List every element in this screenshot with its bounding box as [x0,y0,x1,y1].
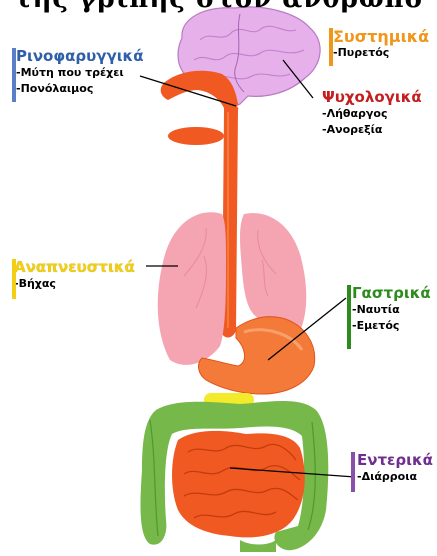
symptom-group-enteric: Εντερικά -Διάρροια [351,452,433,485]
group-marker-systemic [329,28,333,66]
page-title: της γρίπης στον άνθρωπο [0,0,437,14]
item-cough: -Βήχας [14,276,135,292]
heading-gastric: Γαστρικά [352,285,431,302]
brain [178,7,320,105]
item-fever: -Πυρετός [333,45,429,61]
symptom-group-psychological: Ψυχολογικά -Λήθαργος -Ανορεξία [320,89,422,138]
item-lethargy: -Λήθαργος [322,106,422,122]
symptom-group-gastric: Γαστρικά -Ναυτία -Εμετός [347,285,431,334]
heading-nasopharynx: Ρινοφαρυγγικά [16,48,144,65]
item-diarrhea: -Διάρροια [357,469,433,485]
item-vomiting: -Εμετός [352,318,431,334]
symptom-group-respiratory: Αναπνευστικά -Βήχας [12,259,135,292]
item-runny-nose: -Μύτη που τρέχει [16,65,144,81]
item-sore-throat: -Πονόλαιμος [16,81,144,97]
small-intestine [172,431,305,538]
group-marker-gastric [347,285,351,349]
heading-psychological: Ψυχολογικά [322,89,422,106]
item-anorexia: -Ανορεξία [322,122,422,138]
heading-respiratory: Αναπνευστικά [14,259,135,276]
symptom-group-systemic: Συστημικά -Πυρετός [329,28,429,61]
group-marker-nasopharynx [12,48,16,102]
group-marker-respiratory [12,259,16,299]
item-nausea: -Ναυτία [352,302,431,318]
group-marker-enteric [351,452,355,492]
heading-enteric: Εντερικά [357,452,433,469]
heading-systemic: Συστημικά [333,28,429,45]
symptom-group-nasopharynx: Ρινοφαρυγγικά -Μύτη που τρέχει -Πονόλαιμ… [12,48,144,97]
